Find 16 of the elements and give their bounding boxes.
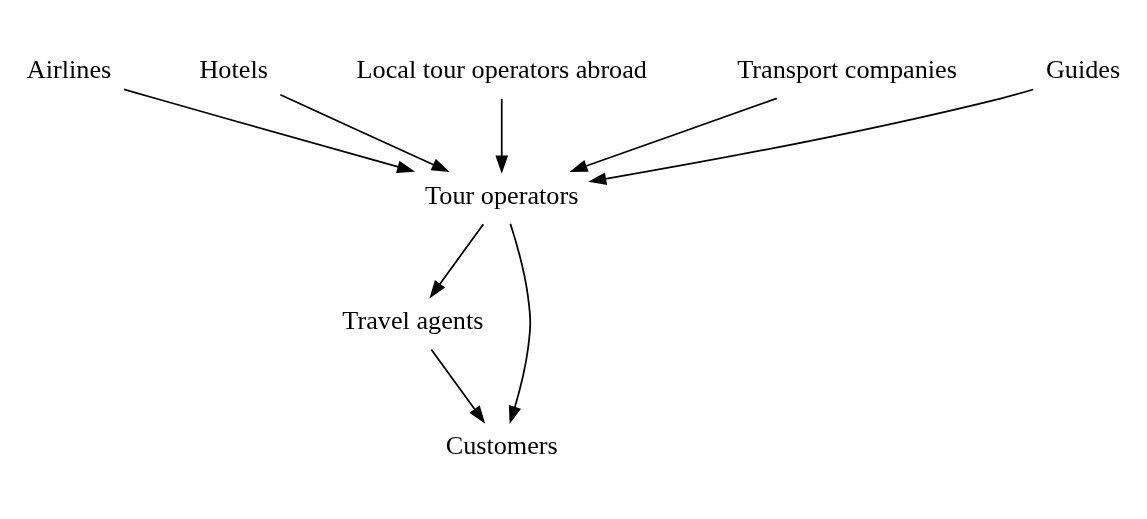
node-text: Guides bbox=[1045, 54, 1121, 84]
node-text: Customers bbox=[445, 430, 558, 460]
node-text: Airlines bbox=[26, 54, 112, 84]
node-text: Transport companies bbox=[737, 54, 957, 84]
arrow bbox=[123, 88, 416, 173]
node-text: Hotels bbox=[199, 54, 268, 84]
node-text: Tour operators bbox=[425, 180, 579, 210]
arrow bbox=[279, 93, 450, 172]
arrow bbox=[588, 88, 1035, 185]
arrow bbox=[429, 222, 485, 298]
arrow bbox=[495, 97, 509, 174]
node-text: Travel agents bbox=[342, 305, 484, 335]
arrow bbox=[508, 222, 532, 424]
arrow bbox=[569, 97, 778, 172]
node-text: Local tour operators abroad bbox=[356, 54, 647, 84]
arrow bbox=[430, 348, 486, 424]
